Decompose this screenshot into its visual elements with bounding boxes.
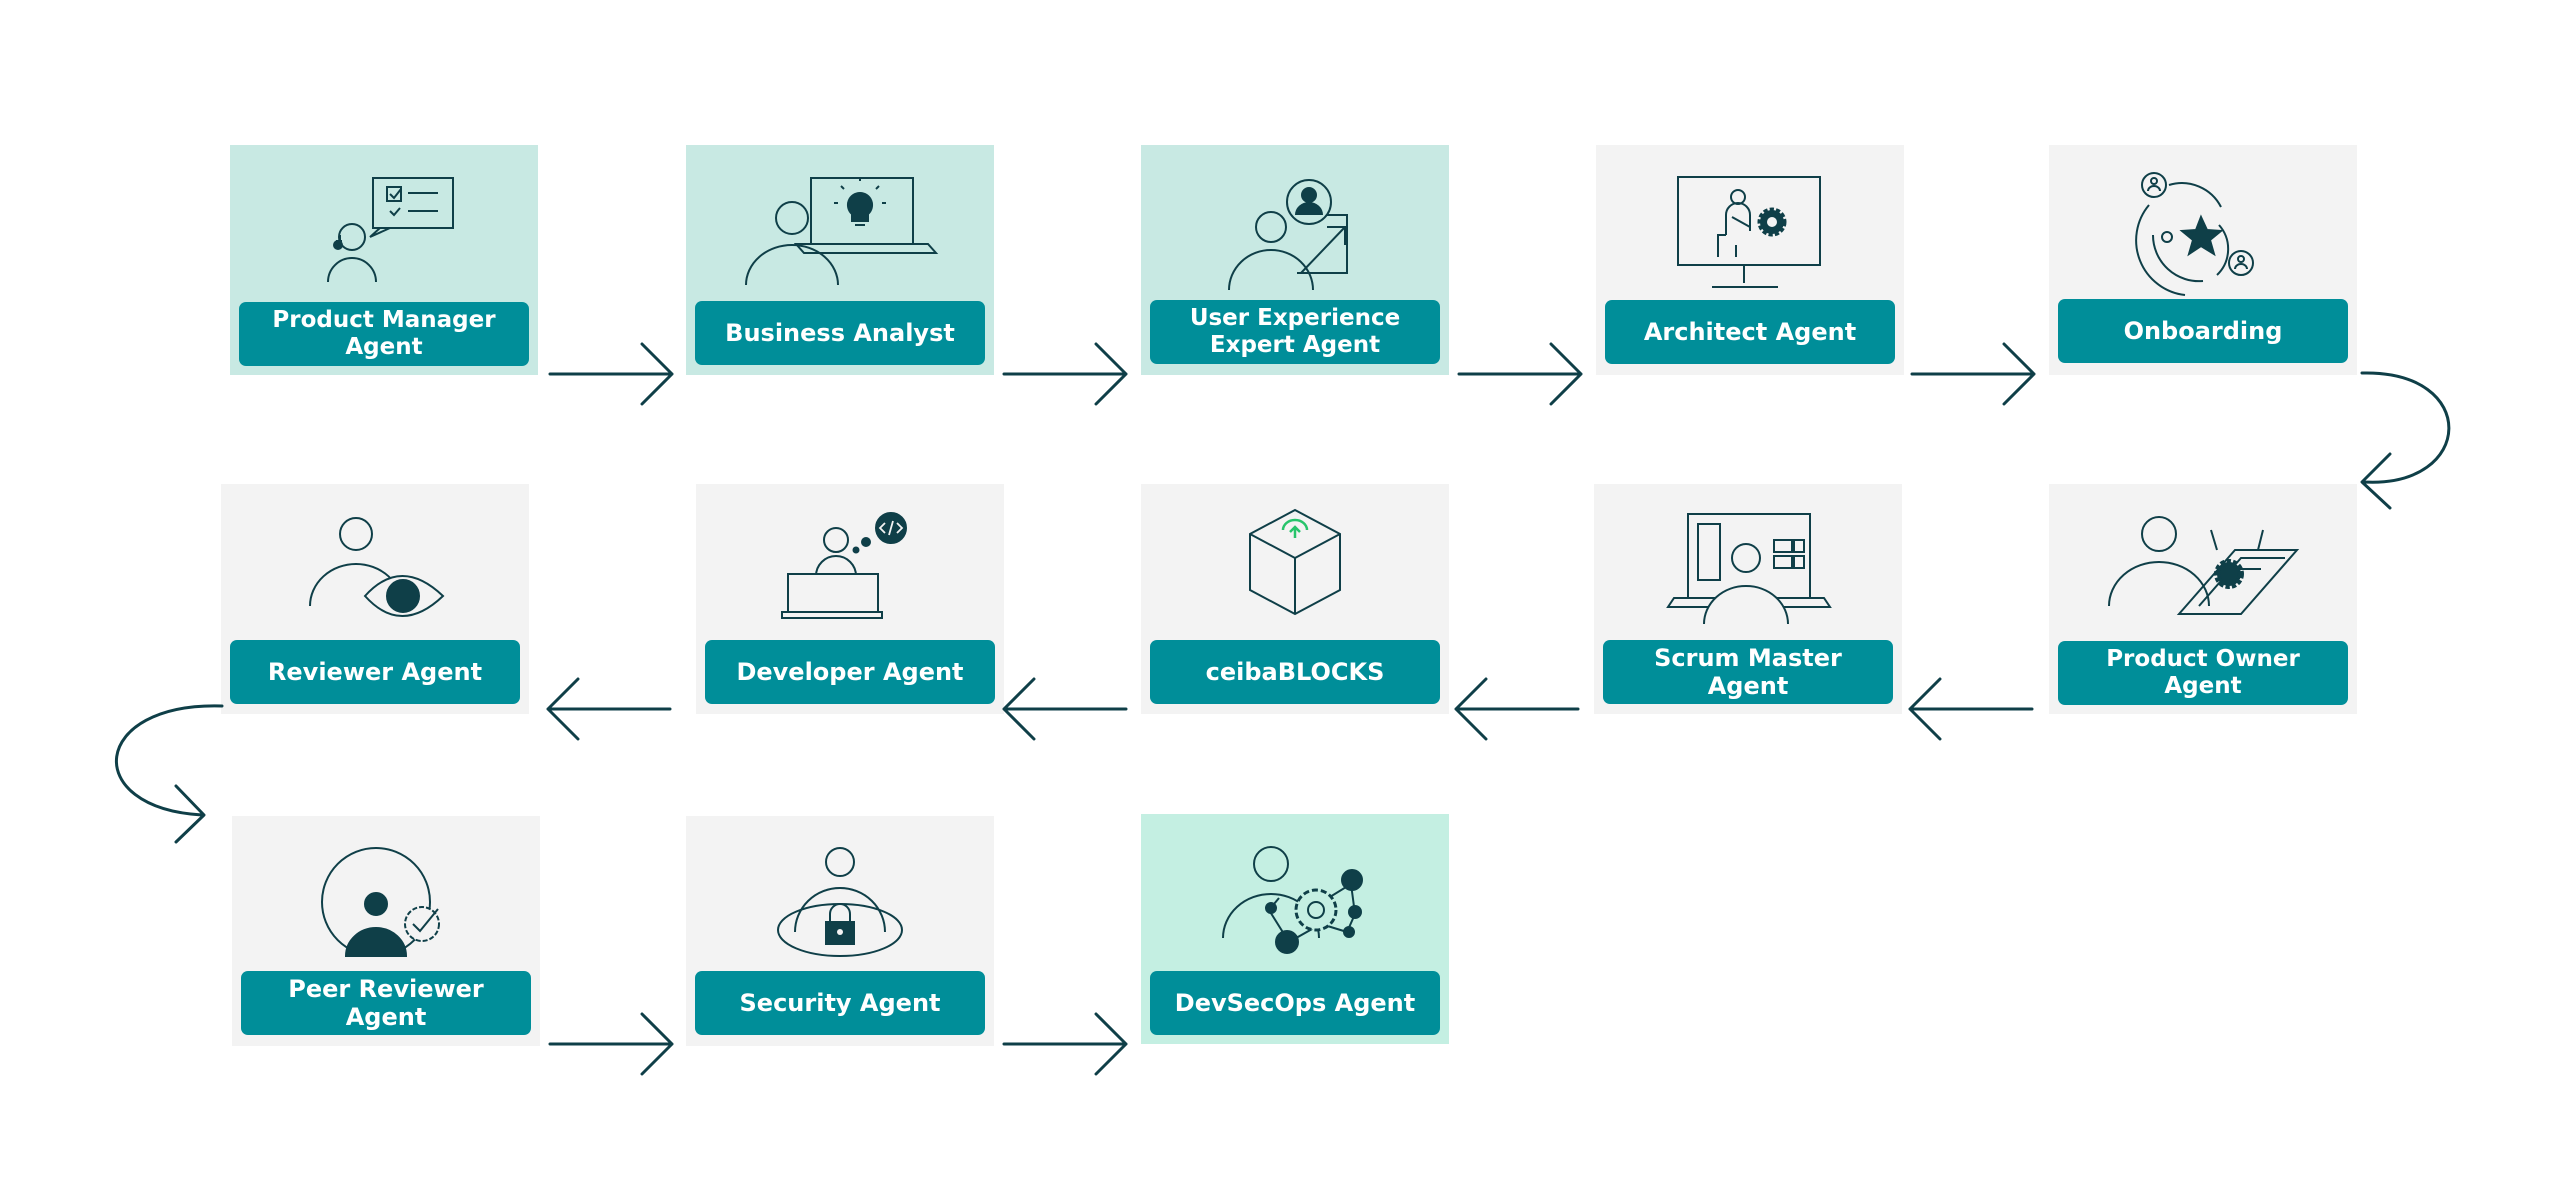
scrum-master-icon	[1666, 513, 1832, 625]
developer-icon	[781, 512, 907, 619]
card-peer-reviewer: Peer Reviewer Agent	[232, 816, 540, 1046]
card-architect: Architect Agent	[1596, 145, 1904, 375]
security-icon	[777, 847, 903, 957]
product-manager-icon	[327, 177, 454, 283]
peer-reviewer-icon	[321, 847, 440, 957]
agent-label: Reviewer Agent	[230, 640, 520, 704]
arrow-right	[548, 1012, 674, 1076]
card-product-manager: Product Manager Agent	[230, 145, 538, 375]
ux-expert-icon	[1228, 179, 1348, 291]
arrow-u-turn-right	[2360, 371, 2451, 510]
arrow-left	[1454, 677, 1580, 741]
devsecops-icon	[1222, 846, 1363, 954]
arrow-right	[1002, 342, 1128, 406]
card-onboarding: Onboarding	[2049, 145, 2357, 375]
card-devsecops: DevSecOps Agent	[1141, 814, 1449, 1044]
agent-label: Product Owner Agent	[2058, 641, 2348, 705]
agent-label: Business Analyst	[695, 301, 985, 365]
card-product-owner: Product Owner Agent	[2049, 484, 2357, 714]
agent-label: Security Agent	[695, 971, 985, 1035]
card-business-analyst: Business Analyst	[686, 145, 994, 375]
card-reviewer: Reviewer Agent	[221, 484, 529, 714]
onboarding-icon	[2135, 172, 2254, 296]
card-ux-expert: User Experience Expert Agent	[1141, 145, 1449, 375]
cube-icon	[1249, 508, 1341, 616]
agent-label: Product Manager Agent	[239, 302, 529, 366]
agent-label: Developer Agent	[705, 640, 995, 704]
reviewer-icon	[309, 517, 445, 617]
arrow-right	[548, 342, 674, 406]
business-analyst-icon	[745, 177, 939, 286]
card-scrum-master: Scrum Master Agent	[1594, 484, 1902, 714]
agent-label: ceibaBLOCKS	[1150, 640, 1440, 704]
arrow-left	[1002, 677, 1128, 741]
arrow-left	[546, 677, 672, 741]
arrow-right	[1910, 342, 2036, 406]
arrow-right	[1002, 1012, 1128, 1076]
arrow-left	[1908, 677, 2034, 741]
agent-label: Onboarding	[2058, 299, 2348, 363]
card-developer: Developer Agent	[696, 484, 1004, 714]
architect-icon	[1677, 176, 1821, 288]
agent-label: Peer Reviewer Agent	[241, 971, 531, 1035]
agent-label: DevSecOps Agent	[1150, 971, 1440, 1035]
card-ceibablocks: ceibaBLOCKS	[1141, 484, 1449, 714]
product-owner-icon	[2108, 516, 2300, 615]
card-security: Security Agent	[686, 816, 994, 1046]
agent-label: Scrum Master Agent	[1603, 640, 1893, 704]
arrow-u-turn-left	[114, 704, 224, 844]
agent-label: Architect Agent	[1605, 300, 1895, 364]
arrow-right	[1457, 342, 1583, 406]
agent-label: User Experience Expert Agent	[1150, 300, 1440, 364]
